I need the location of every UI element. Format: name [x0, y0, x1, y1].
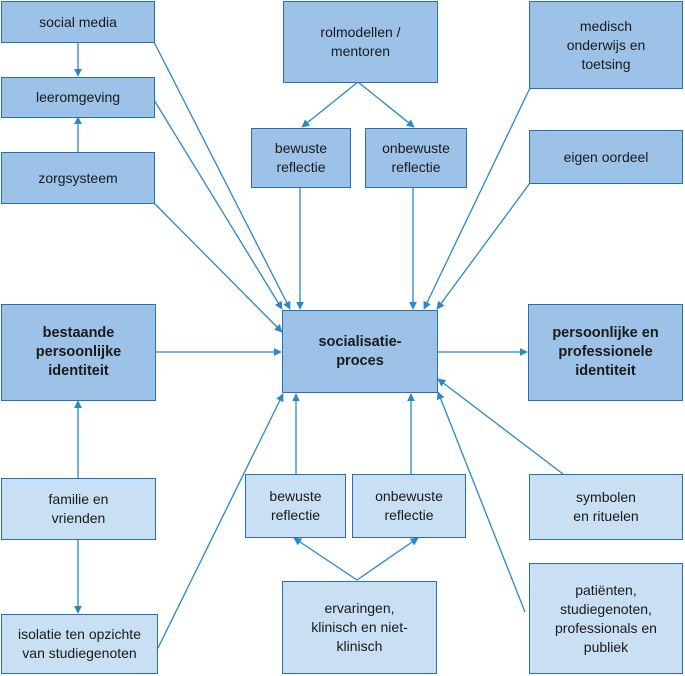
edge-rolmodellen-onbewuste: [357, 81, 415, 128]
node-eigen-oordeel: eigen oordeel: [529, 130, 683, 184]
edge-eigenoordeel-socialisatie: [436, 182, 531, 310]
node-socialisatieproces: socialisatie- proces: [282, 310, 438, 393]
edge-patienten-socialisatie: [436, 391, 526, 613]
edge-rolmodellen-bewuste: [301, 81, 359, 128]
node-bestaande-identiteit: bestaande persoonlijke identiteit: [1, 304, 156, 401]
node-ervaringen: ervaringen, klinisch en niet- klinisch: [282, 581, 437, 674]
edge-leeromgeving-socialisatie: [153, 99, 283, 310]
node-rolmodellen: rolmodellen / mentoren: [283, 1, 438, 83]
edge-ervaringen-bewuste: [293, 537, 358, 581]
edge-medisch-socialisatie: [423, 87, 531, 310]
node-bewuste-reflectie-top: bewuste reflectie: [251, 128, 351, 188]
node-social-media: social media: [1, 1, 155, 43]
node-onbewuste-reflectie-top: onbewuste reflectie: [365, 128, 467, 188]
edge-zorgsysteem-socialisatie: [153, 202, 283, 333]
node-patienten-publiek: patiënten, studiegenoten, professionals …: [529, 563, 683, 674]
node-medisch-onderwijs: medisch onderwijs en toetsing: [529, 1, 683, 89]
edge-ervaringen-onbewuste: [356, 537, 419, 581]
node-persoonlijke-identiteit: persoonlijke en professionele identiteit: [528, 304, 683, 401]
node-onbewuste-reflectie-bottom: onbewuste reflectie: [352, 474, 466, 538]
node-bewuste-reflectie-bottom: bewuste reflectie: [245, 474, 346, 538]
edge-isolatie-socialisatie: [157, 393, 284, 649]
node-zorgsysteem: zorgsysteem: [1, 152, 155, 204]
edge-symbolen-socialisatie: [437, 378, 564, 475]
node-familie-vrienden: familie en vrienden: [1, 478, 156, 540]
node-symbolen-rituelen: symbolen en rituelen: [529, 474, 683, 540]
edge-socialmedia-socialisatie: [153, 41, 291, 310]
node-leeromgeving: leeromgeving: [1, 77, 155, 118]
node-isolatie-studiegenoten: isolatie ten opzichte van studiegenoten: [1, 614, 158, 674]
